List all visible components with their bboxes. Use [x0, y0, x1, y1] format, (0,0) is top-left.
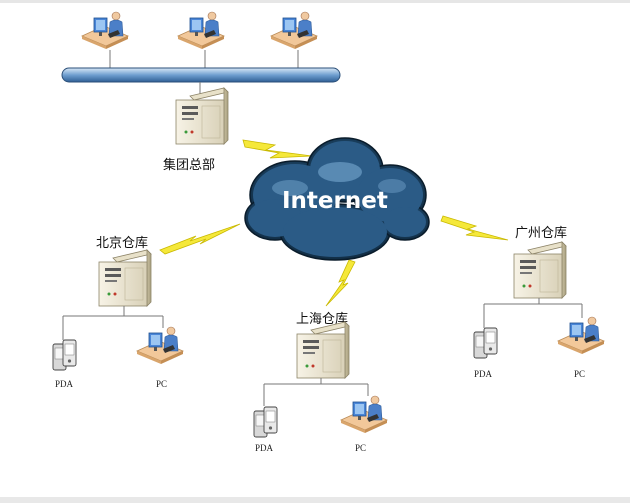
- guangzhou-pda-icon: [473, 327, 498, 359]
- guangzhou-pda-label: PDA: [474, 369, 493, 379]
- guangzhou-pc-icon: [557, 316, 605, 355]
- guangzhou-lightning-icon: [440, 215, 509, 241]
- guangzhou-label: 广州仓库: [515, 225, 567, 241]
- bottom-border: [0, 497, 630, 503]
- lan-bus: [61, 67, 341, 83]
- beijing-pda-label: PDA: [55, 379, 74, 389]
- shanghai-pc-label: PC: [355, 443, 366, 453]
- hq-lightning-icon: [242, 139, 313, 159]
- shanghai-server-icon: [296, 321, 350, 379]
- shanghai-pda-label: PDA: [255, 443, 274, 453]
- hq-workstation-1-icon: [81, 11, 129, 50]
- shanghai-pc-icon: [340, 395, 388, 434]
- hq-label: 集团总部: [163, 157, 215, 173]
- shanghai-label: 上海仓库: [296, 311, 348, 327]
- guangzhou-pc-label: PC: [574, 369, 585, 379]
- hq-workstation-2-icon: [177, 11, 225, 50]
- beijing-pc-icon: [136, 326, 184, 365]
- beijing-server-icon: [98, 249, 152, 307]
- beijing-lightning-icon: [159, 223, 241, 255]
- beijing-pda-icon: [52, 339, 77, 371]
- hq-workstation-3-icon: [270, 11, 318, 50]
- shanghai-lightning-icon: [325, 259, 356, 307]
- hq-server-icon: [175, 87, 229, 145]
- beijing-label: 北京仓库: [96, 235, 148, 251]
- beijing-pc-label: PC: [156, 379, 167, 389]
- top-border: [0, 0, 630, 3]
- guangzhou-server-icon: [513, 241, 567, 299]
- internet-cloud-icon: [244, 137, 430, 261]
- internet-label: Internet: [282, 188, 388, 214]
- shanghai-pda-icon: [253, 406, 278, 438]
